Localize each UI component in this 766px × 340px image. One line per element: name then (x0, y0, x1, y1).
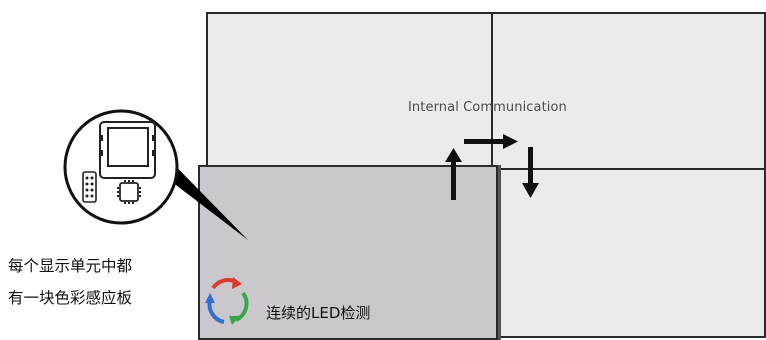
caption-line-2: 有一块色彩感应板 (8, 289, 133, 307)
internal-communication-label: Internal Communication (408, 100, 567, 115)
caption-line-1: 每个显示单元中都 (8, 257, 133, 275)
down-arrow-icon (522, 147, 539, 198)
led-cycle-icon (205, 277, 249, 325)
right-arrow-icon (464, 134, 518, 149)
display-panel-top-left (206, 12, 493, 170)
display-panel-top-right (491, 12, 766, 170)
sensor-magnifier (63, 109, 179, 225)
led-detection-label: 连续的LED检测 (266, 304, 371, 322)
diagram-overlay (63, 109, 539, 325)
up-arrow-icon (445, 148, 462, 200)
display-panel-front (198, 165, 498, 340)
color-sensor-chip-icon (82, 121, 156, 204)
